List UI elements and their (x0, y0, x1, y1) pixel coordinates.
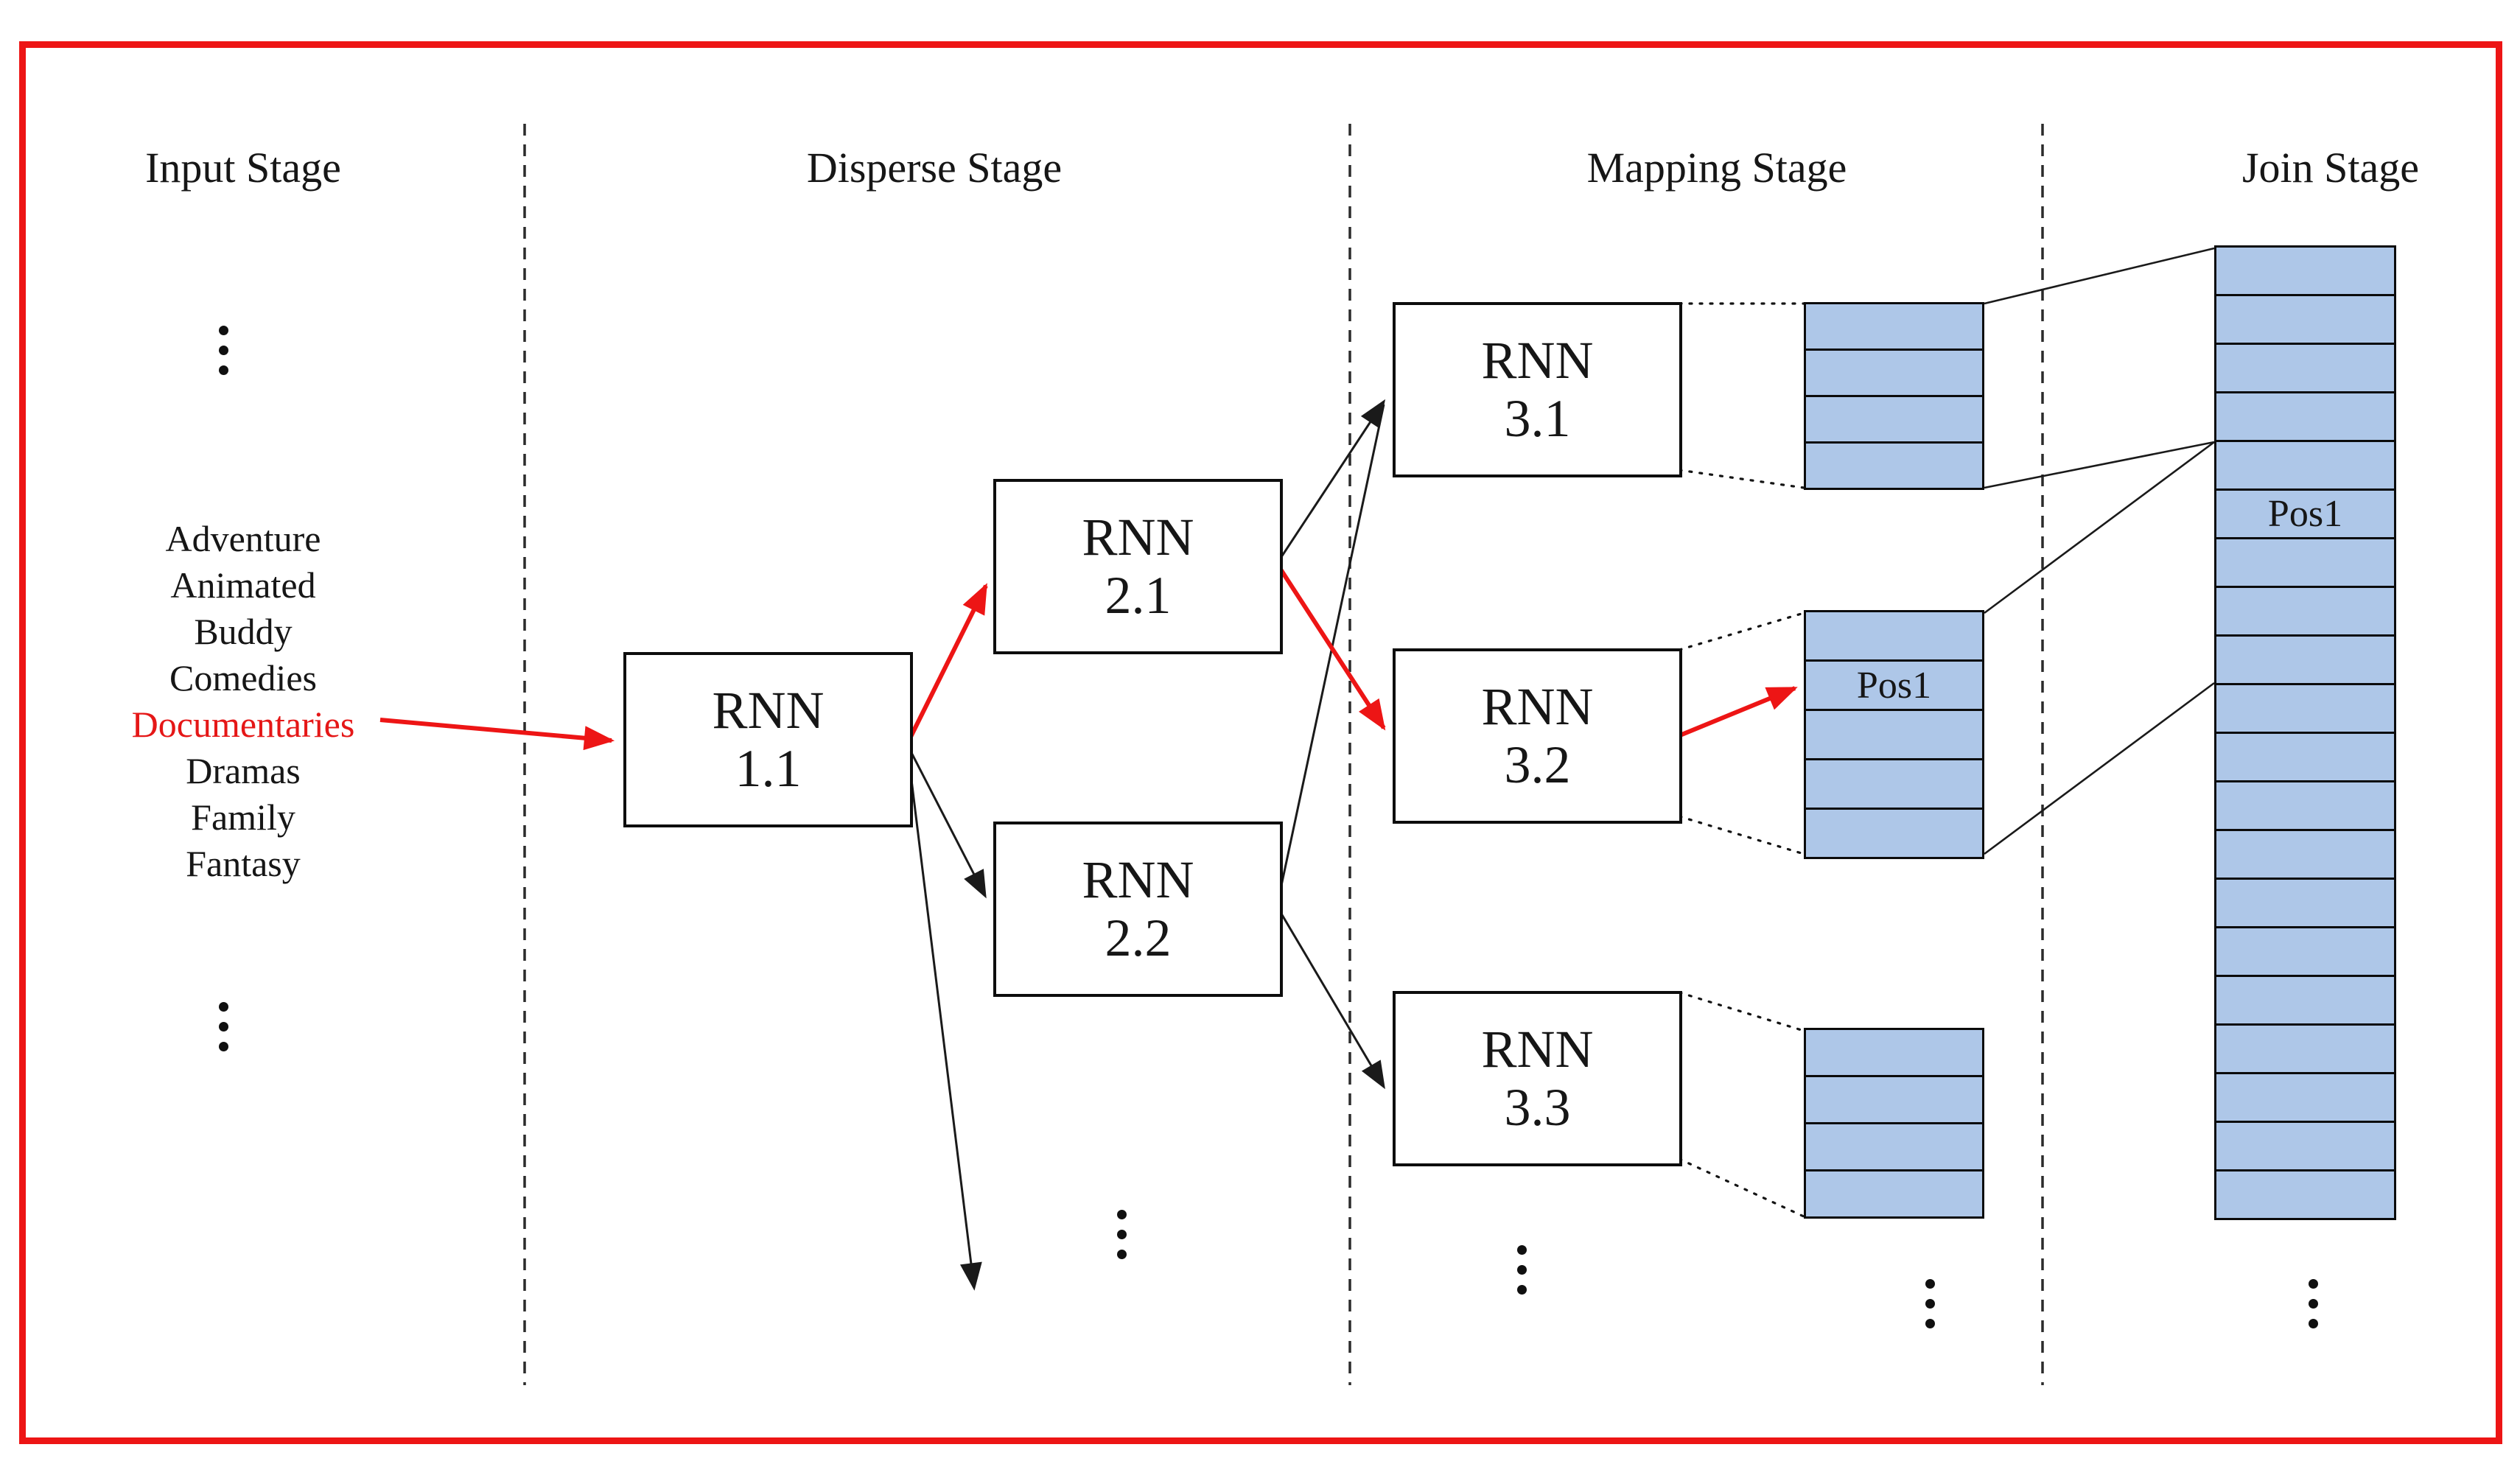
genre-item: Dramas (186, 750, 301, 791)
outer-red-frame (19, 41, 2502, 1444)
memory-cell (1804, 1122, 1984, 1171)
rnn-box-number: 3.3 (1504, 1078, 1571, 1137)
genre-item: Fantasy (186, 843, 301, 884)
stage-title-input: Input Stage (145, 144, 341, 192)
stage-title-mapping: Mapping Stage (1586, 144, 1847, 192)
rnn-box-number: 2.2 (1105, 908, 1172, 967)
memory-cell (1804, 1075, 1984, 1124)
memory-cell (2214, 926, 2396, 977)
pos1-cell: Pos1 (1804, 659, 1984, 711)
memory-cell (2214, 634, 2396, 685)
mapping-stack-1 (1804, 302, 1984, 490)
rnn-box-label: RNN (712, 680, 825, 740)
memory-cell (1804, 302, 1984, 351)
memory-cell (2214, 1023, 2396, 1074)
genre-item: Buddy (194, 611, 293, 652)
memory-cell (1804, 758, 1984, 810)
genre-item: Adventure (165, 518, 321, 559)
pos1-cell: Pos1 (2214, 488, 2396, 539)
memory-cell (2214, 1169, 2396, 1220)
memory-cell (1804, 709, 1984, 760)
rnn-box-3-2: RNN 3.2 (1393, 648, 1682, 824)
vertical-ellipsis-icon (219, 326, 228, 375)
memory-cell (2214, 245, 2396, 296)
memory-cell (1804, 441, 1984, 490)
mapping-stack-3 (1804, 1028, 1984, 1219)
rnn-box-1-1: RNN 1.1 (623, 652, 913, 827)
memory-cell (1804, 610, 1984, 662)
mapping-stack-2: Pos1 (1804, 610, 1984, 859)
memory-cell (2214, 780, 2396, 831)
memory-cell (2214, 1121, 2396, 1171)
genre-item-highlighted: Documentaries (131, 704, 355, 745)
rnn-box-label: RNN (1082, 850, 1194, 909)
memory-cell (1804, 1169, 1984, 1219)
rnn-box-label: RNN (1481, 676, 1594, 736)
stage-title-join: Join Stage (2241, 144, 2420, 192)
memory-cell (2214, 683, 2396, 734)
memory-cell (1804, 1028, 1984, 1077)
rnn-box-label: RNN (1082, 507, 1194, 567)
memory-cell (2214, 440, 2396, 491)
memory-cell (2214, 343, 2396, 393)
rnn-box-number: 3.1 (1504, 389, 1571, 448)
rnn-box-label: RNN (1481, 1019, 1594, 1079)
rnn-box-3-1: RNN 3.1 (1393, 302, 1682, 477)
vertical-ellipsis-icon (1517, 1245, 1527, 1295)
memory-cell (1804, 395, 1984, 444)
memory-cell (2214, 829, 2396, 880)
genre-item: Family (191, 796, 295, 838)
rnn-box-number: 3.2 (1504, 735, 1571, 794)
memory-cell (2214, 732, 2396, 782)
rnn-box-label: RNN (1481, 330, 1594, 390)
rnn-box-3-3: RNN 3.3 (1393, 991, 1682, 1166)
memory-cell (1804, 808, 1984, 859)
stage-title-disperse: Disperse Stage (806, 144, 1063, 192)
rnn-box-2-1: RNN 2.1 (993, 479, 1283, 654)
memory-cell (2214, 878, 2396, 928)
vertical-ellipsis-icon (219, 1002, 228, 1051)
vertical-ellipsis-icon (1117, 1210, 1127, 1259)
memory-cell (2214, 391, 2396, 442)
join-column: Pos1 (2214, 245, 2396, 1220)
memory-cell (2214, 294, 2396, 345)
memory-cell (1804, 349, 1984, 397)
memory-cell (2214, 586, 2396, 637)
genre-item: Comedies (169, 657, 317, 698)
rnn-box-2-2: RNN 2.2 (993, 822, 1283, 997)
vertical-ellipsis-icon (2309, 1279, 2318, 1328)
memory-cell (2214, 537, 2396, 588)
genre-item: Animated (170, 564, 316, 606)
rnn-box-number: 1.1 (735, 739, 802, 798)
memory-cell (2214, 975, 2396, 1026)
vertical-ellipsis-icon (1925, 1279, 1935, 1328)
memory-cell (2214, 1072, 2396, 1123)
rnn-box-number: 2.1 (1105, 566, 1172, 625)
